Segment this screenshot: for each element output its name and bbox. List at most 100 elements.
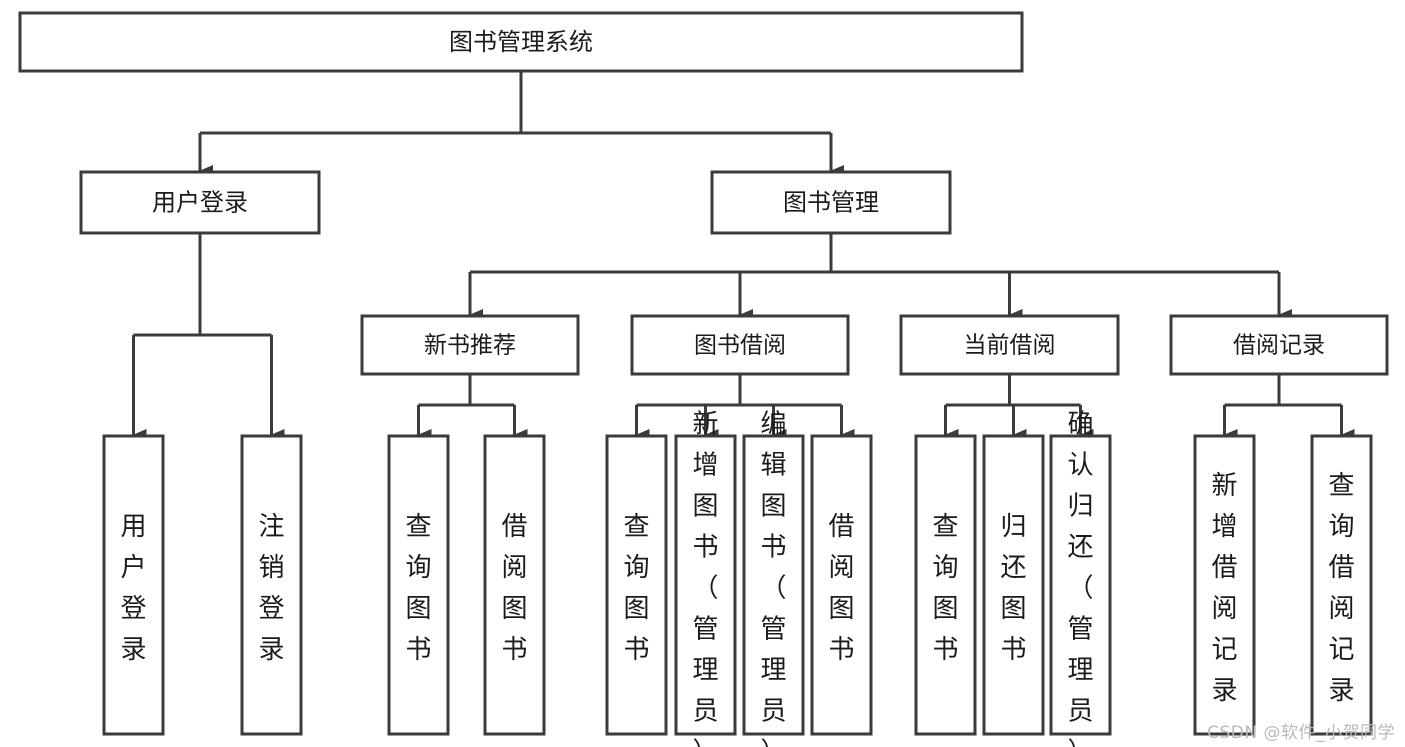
svg-text:记: 记 — [1328, 635, 1354, 665]
svg-text:增: 增 — [692, 450, 718, 480]
svg-text:新: 新 — [1211, 471, 1237, 501]
svg-text:）: ） — [1067, 737, 1093, 747]
svg-text:查: 查 — [623, 512, 649, 542]
node-box-leaf-br-query-record[interactable] — [1310, 434, 1373, 736]
svg-text:（: （ — [692, 573, 718, 603]
node-box-leaf-br-add-record[interactable] — [1193, 434, 1256, 736]
node-box-book-borrow[interactable] — [630, 314, 850, 376]
connector-lines — [132, 71, 1355, 441]
node-box-leaf-cb-confirm-return[interactable] — [1049, 434, 1112, 736]
svg-text:阅: 阅 — [1211, 594, 1237, 624]
svg-text:查: 查 — [1328, 471, 1354, 501]
svg-text:阅: 阅 — [501, 553, 527, 583]
svg-text:图: 图 — [501, 594, 527, 624]
svg-text:查: 查 — [932, 512, 958, 542]
svg-text:书: 书 — [405, 635, 431, 665]
csdn-watermark: CSDN @软件_小贺同学 — [1207, 723, 1395, 743]
svg-text:理: 理 — [1067, 655, 1093, 685]
svg-text:借: 借 — [1211, 553, 1237, 583]
svg-text:图: 图 — [760, 491, 786, 521]
svg-text:询: 询 — [1328, 512, 1354, 542]
svg-text:员: 员 — [692, 696, 718, 726]
svg-text:书: 书 — [692, 532, 718, 562]
node-label-book-borrow: 图书借阅 — [694, 333, 786, 359]
node-label-root: 图书管理系统 — [449, 28, 593, 56]
node-box-current-borrow[interactable] — [899, 314, 1120, 376]
node-box-leaf-cb-query-book[interactable] — [914, 434, 977, 736]
svg-text:）: ） — [760, 737, 786, 747]
svg-text:书: 书 — [760, 532, 786, 562]
svg-text:图: 图 — [932, 594, 958, 624]
svg-text:新: 新 — [692, 409, 718, 439]
svg-text:增: 增 — [1211, 512, 1237, 542]
svg-text:书: 书 — [623, 635, 649, 665]
node-box-borrow-record[interactable] — [1169, 314, 1389, 376]
svg-text:阅: 阅 — [1328, 594, 1354, 624]
svg-text:归: 归 — [1067, 491, 1093, 521]
node-boxes — [18, 11, 1389, 736]
svg-text:询: 询 — [623, 553, 649, 583]
node-box-leaf-cb-return-book[interactable] — [982, 434, 1045, 736]
svg-text:书: 书 — [501, 635, 527, 665]
svg-text:登: 登 — [120, 594, 146, 624]
svg-text:查: 查 — [405, 512, 431, 542]
svg-text:管: 管 — [692, 614, 718, 644]
node-box-leaf-user-login[interactable] — [102, 434, 165, 736]
svg-text:销: 销 — [258, 553, 284, 583]
svg-text:注: 注 — [258, 512, 284, 542]
node-box-leaf-nb-borrow-book[interactable] — [483, 434, 546, 736]
svg-text:询: 询 — [405, 553, 431, 583]
svg-text:理: 理 — [692, 655, 718, 685]
svg-text:借: 借 — [1328, 553, 1354, 583]
svg-text:户: 户 — [120, 553, 146, 583]
svg-text:记: 记 — [1211, 635, 1237, 665]
node-labels: 图书管理系统用户登录图书管理新书推荐图书借阅当前借阅借阅记录用户登录注销登录查询… — [120, 28, 1354, 747]
svg-text:书: 书 — [932, 635, 958, 665]
node-box-book-management[interactable] — [710, 170, 952, 235]
svg-text:阅: 阅 — [828, 553, 854, 583]
svg-text:书: 书 — [1000, 635, 1026, 665]
svg-text:书: 书 — [828, 635, 854, 665]
svg-text:图: 图 — [828, 594, 854, 624]
svg-text:确: 确 — [1067, 409, 1093, 439]
svg-text:图: 图 — [623, 594, 649, 624]
node-box-leaf-bb-add-book[interactable] — [674, 434, 737, 736]
svg-text:员: 员 — [760, 696, 786, 726]
svg-text:借: 借 — [501, 512, 527, 542]
node-label-leaf-user-login: 用户登录 — [120, 512, 146, 665]
node-label-book-management: 图书管理 — [783, 189, 879, 217]
node-box-user-login[interactable] — [79, 170, 321, 235]
svg-text:图: 图 — [1000, 594, 1026, 624]
svg-text:编: 编 — [760, 409, 786, 439]
node-box-leaf-logout[interactable] — [240, 434, 303, 736]
svg-text:理: 理 — [760, 655, 786, 685]
svg-text:还: 还 — [1067, 532, 1093, 562]
node-box-new-book-recommend[interactable] — [360, 314, 580, 376]
svg-text:询: 询 — [932, 553, 958, 583]
node-box-leaf-bb-query-book[interactable] — [605, 434, 668, 736]
node-box-leaf-bb-edit-book[interactable] — [742, 434, 805, 736]
node-box-leaf-nb-query-book[interactable] — [387, 434, 450, 736]
svg-text:用: 用 — [120, 512, 146, 542]
svg-text:员: 员 — [1067, 696, 1093, 726]
svg-text:录: 录 — [120, 635, 146, 665]
svg-text:（: （ — [1067, 573, 1093, 603]
node-box-root[interactable] — [18, 11, 1024, 73]
svg-text:还: 还 — [1000, 553, 1026, 583]
node-label-new-book-recommend: 新书推荐 — [424, 333, 516, 359]
svg-text:借: 借 — [828, 512, 854, 542]
svg-text:图: 图 — [405, 594, 431, 624]
node-box-leaf-bb-borrow-book[interactable] — [810, 434, 873, 736]
node-label-borrow-record: 借阅记录 — [1233, 333, 1325, 359]
